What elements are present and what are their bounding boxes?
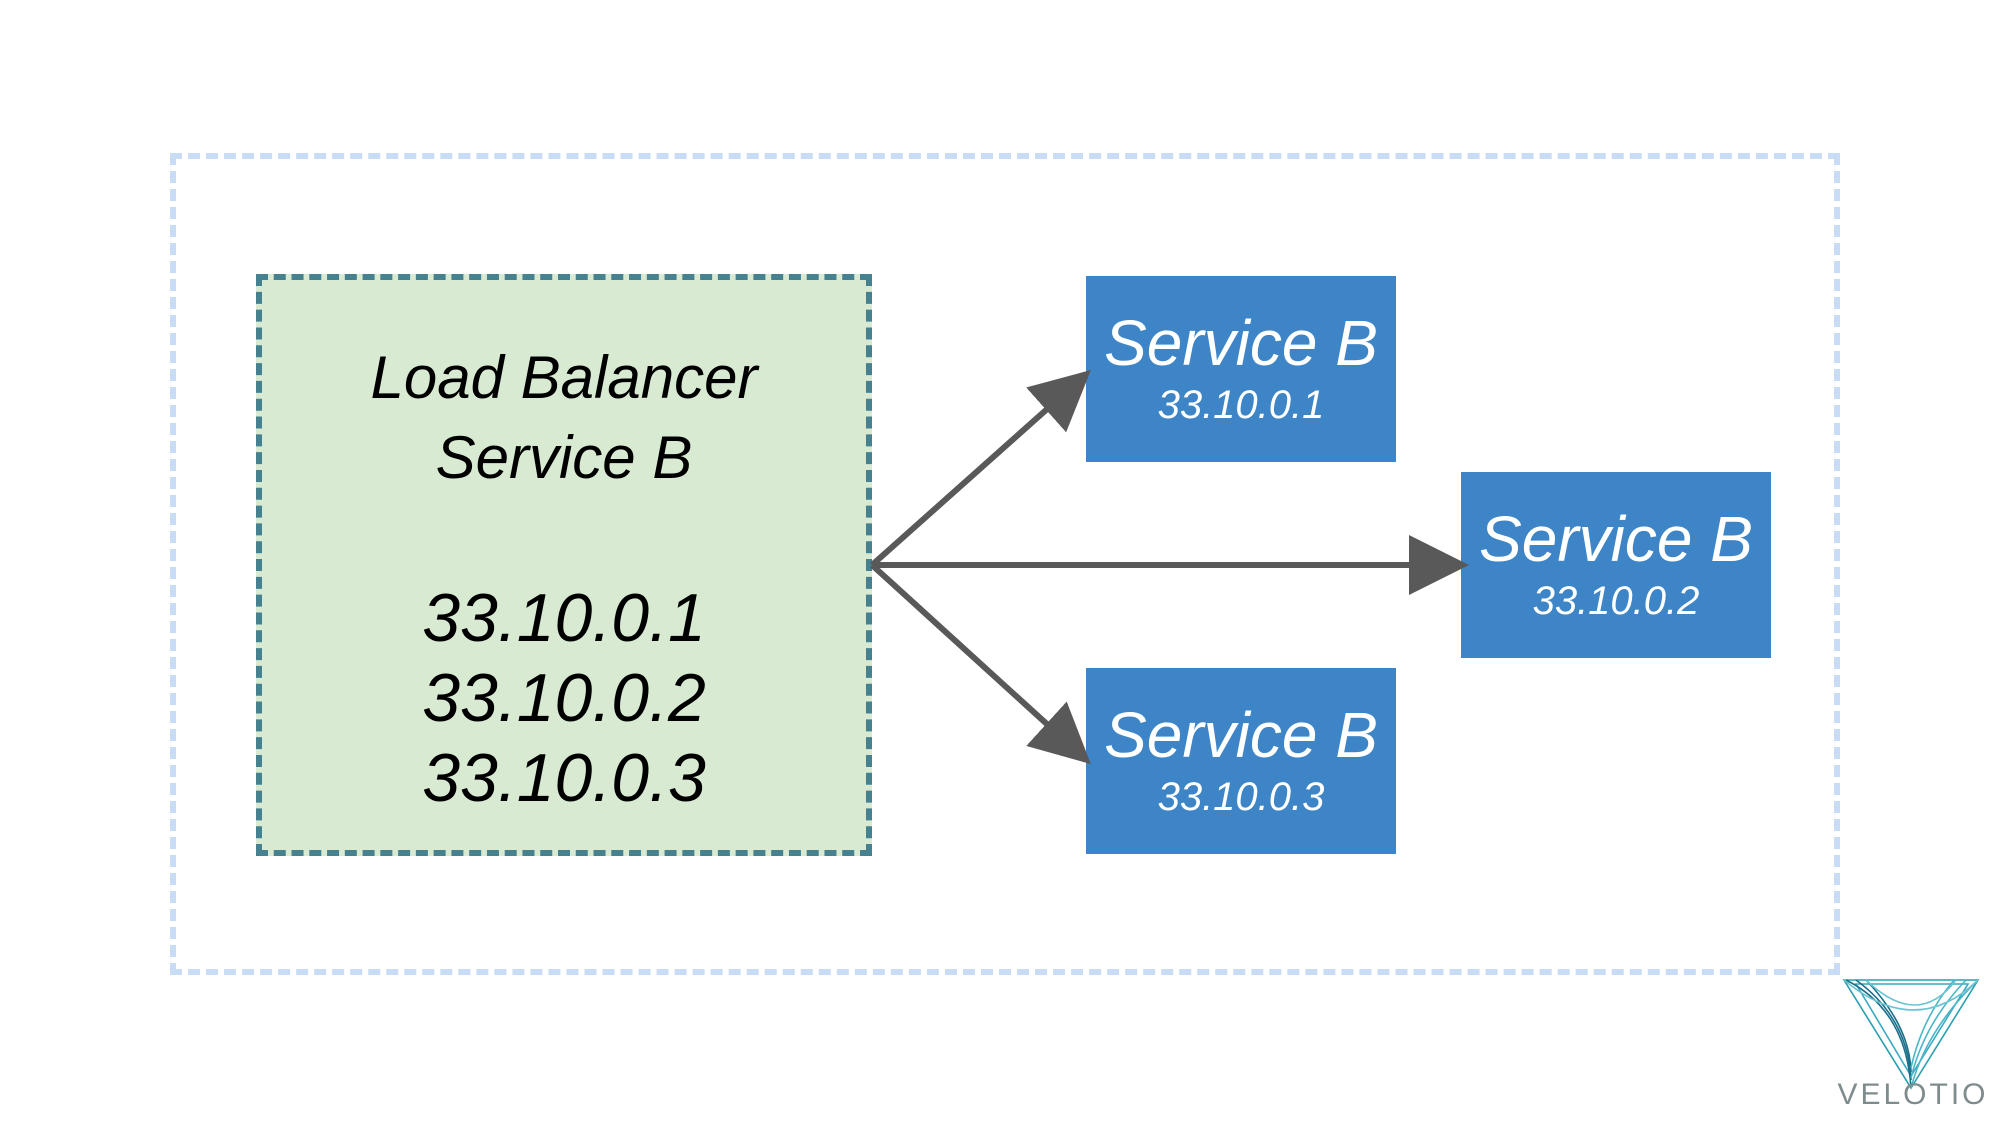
- load-balancer-ip: 33.10.0.1: [422, 580, 706, 656]
- service-name: Service B: [1104, 307, 1378, 379]
- velotio-triangle-icon: [1842, 979, 1980, 1090]
- service-box-2: Service B 33.10.0.2: [1461, 472, 1771, 658]
- cluster-boundary: [170, 153, 1840, 975]
- velotio-logo-text: VELOTIO: [1837, 1078, 1989, 1111]
- load-balancer-title-line1: Load Balancer: [370, 344, 758, 411]
- service-box-1: Service B 33.10.0.1: [1086, 276, 1396, 462]
- service-ip: 33.10.0.1: [1157, 383, 1325, 427]
- load-balancer-ip-list: 33.10.0.1 33.10.0.2 33.10.0.3: [422, 578, 706, 818]
- service-box-3: Service B 33.10.0.3: [1086, 668, 1396, 854]
- service-name: Service B: [1479, 503, 1753, 575]
- load-balancer-title: Load Balancer Service B: [371, 338, 758, 498]
- service-ip: 33.10.0.2: [1532, 579, 1700, 623]
- load-balancer-title-line2: Service B: [435, 424, 693, 491]
- load-balancer-box: Load Balancer Service B 33.10.0.1 33.10.…: [256, 274, 872, 856]
- load-balancer-ip: 33.10.0.3: [422, 740, 706, 816]
- service-name: Service B: [1104, 699, 1378, 771]
- service-ip: 33.10.0.3: [1157, 775, 1325, 819]
- load-balancer-ip: 33.10.0.2: [422, 660, 706, 736]
